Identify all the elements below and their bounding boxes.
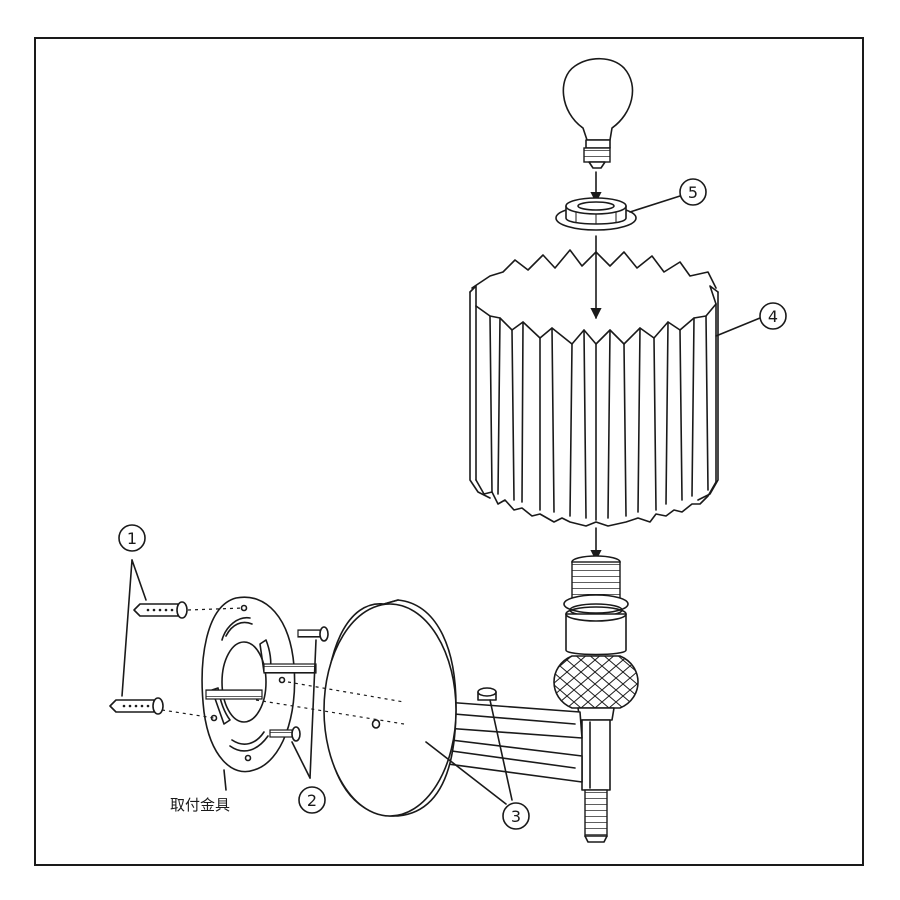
leader-lines — [121, 195, 761, 805]
svg-text:2: 2 — [307, 791, 317, 810]
callout-5: 5 — [679, 178, 707, 206]
bracket-screw-lower — [269, 726, 301, 742]
callout-4: 4 — [759, 302, 787, 330]
arm-screw-top — [477, 687, 497, 701]
svg-text:5: 5 — [688, 183, 698, 202]
wall-anchor-upper — [133, 601, 188, 619]
ring-nut — [555, 197, 637, 231]
bracket-screw-upper — [297, 626, 329, 642]
svg-text:3: 3 — [511, 807, 521, 826]
alignment-lines — [161, 607, 405, 725]
lamp-socket — [563, 555, 629, 656]
svg-text:1: 1 — [127, 529, 137, 548]
callout-3: 3 — [502, 802, 530, 830]
pleated-shade — [469, 249, 719, 527]
wall-canopy — [323, 599, 457, 817]
mounting-bracket-label: 取付金具 — [170, 796, 230, 814]
threaded-stud-lower — [205, 689, 263, 700]
mounting-plate — [201, 596, 296, 773]
light-bulb — [562, 57, 634, 169]
callout-2: 2 — [298, 786, 326, 814]
threaded-stud-upper — [263, 663, 317, 674]
svg-text:4: 4 — [768, 307, 778, 326]
wall-anchor-lower — [109, 697, 164, 715]
crystal-ornament — [553, 655, 639, 721]
callout-1: 1 — [118, 524, 146, 552]
